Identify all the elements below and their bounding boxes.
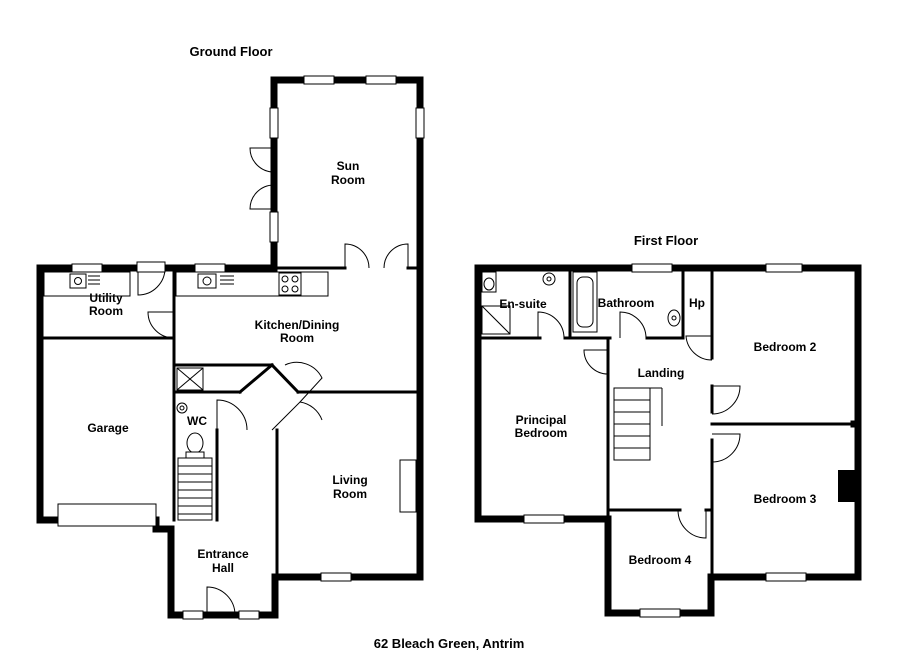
kitchen-label-1: Kitchen/Dining (255, 318, 340, 332)
wc-toilet-icon (185, 432, 205, 459)
sun-room-label-2: Room (331, 173, 365, 187)
principal-window (523, 514, 565, 524)
wc-label: WC (187, 414, 207, 428)
hall-window-1 (182, 610, 204, 620)
bedroom2-label: Bedroom 2 (754, 340, 817, 354)
ensuite-fixtures (481, 271, 556, 335)
hall-window-2 (238, 610, 260, 620)
utility-door (137, 267, 166, 296)
bedroom2-window (765, 263, 803, 273)
bedroom3-label: Bedroom 3 (754, 492, 817, 506)
first-internal-walls (476, 268, 860, 579)
utility-label-1: Utility (89, 291, 123, 305)
utility-door-frame (136, 261, 166, 273)
ground-stairs (177, 457, 213, 521)
kitchen-window (194, 263, 226, 273)
kitchen-sink-icon (197, 273, 234, 289)
bedroom3-door (711, 433, 741, 463)
bedroom4-label: Bedroom 4 (629, 553, 692, 567)
bedroom3-chimney (838, 470, 856, 502)
living-fireplace (399, 459, 417, 513)
sunroom-window-3 (415, 107, 425, 139)
first-floor-plan (474, 263, 862, 618)
living-label-2: Room (333, 487, 367, 501)
utility-label-2: Room (89, 304, 123, 318)
sunroom-window-1 (303, 75, 335, 85)
front-door (206, 586, 236, 616)
kitchen-sunroom-doors (344, 243, 409, 269)
wc-basin-icon (176, 402, 188, 414)
ground-floor-title: Ground Floor (189, 44, 272, 59)
living-label-1: Living (332, 473, 367, 487)
first-stairs (613, 387, 663, 461)
bathroom-basin-icon (667, 309, 681, 327)
wc-door (216, 399, 248, 431)
principal-label-2: Bedroom (515, 426, 568, 440)
principal-door (583, 349, 609, 375)
hall-kitchen-doors (237, 361, 323, 431)
garage-label: Garage (87, 421, 129, 435)
ground-internal-walls (38, 266, 422, 579)
ensuite-door (537, 311, 565, 339)
hob-icon (278, 272, 302, 296)
bathroom-label: Bathroom (598, 296, 655, 310)
bath-icon (572, 271, 598, 333)
living-window (320, 572, 352, 582)
bathroom-window (631, 263, 673, 273)
bedroom3-window (765, 572, 807, 582)
principal-label-1: Principal (516, 413, 567, 427)
landing-label: Landing (638, 366, 685, 380)
hall-label-2: Hall (212, 561, 234, 575)
sunroom-window-2 (365, 75, 397, 85)
sunroom-window-5 (269, 211, 279, 243)
utility-worktop (43, 271, 131, 297)
garage-door (57, 503, 157, 527)
utility-sink-icon (69, 273, 100, 289)
bathroom-door (619, 311, 647, 339)
utility-kitchen-door (147, 311, 175, 339)
bedroom4-window (639, 608, 681, 618)
hp-label: Hp (689, 296, 705, 310)
ground-floor-plan (36, 75, 425, 620)
hp-door (685, 335, 713, 361)
ground-outer-walls (36, 76, 424, 619)
bedroom2-door (711, 385, 741, 415)
storage-cupboard (176, 367, 204, 391)
bedroom4-door (677, 509, 707, 539)
sun-room-label-1: Sun (337, 159, 360, 173)
hall-label-1: Entrance (197, 547, 249, 561)
utility-window (71, 263, 103, 273)
sunroom-window-4 (269, 107, 279, 139)
ensuite-label: En-suite (499, 297, 547, 311)
first-floor-title: First Floor (634, 233, 698, 248)
sun-room-patio-doors (249, 145, 275, 210)
kitchen-label-2: Room (280, 331, 314, 345)
address-label: 62 Bleach Green, Antrim (374, 636, 525, 651)
